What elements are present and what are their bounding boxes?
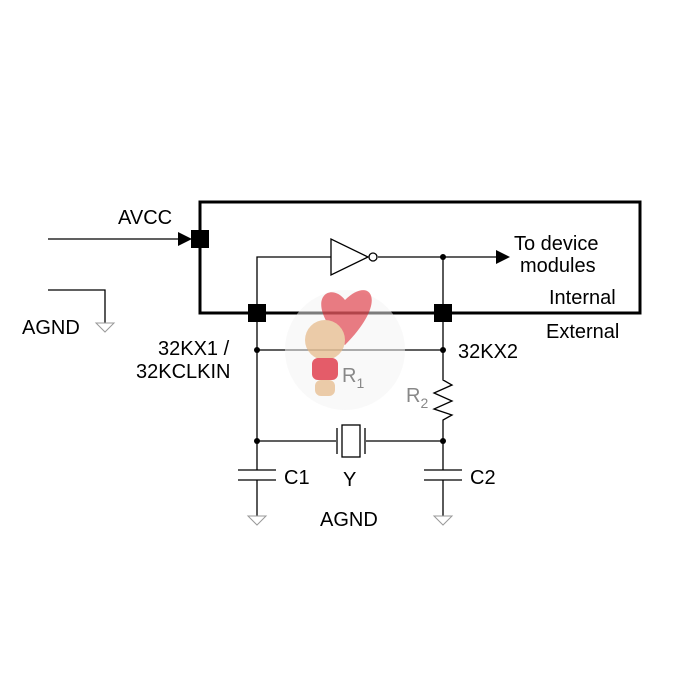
to-device-label: To device (514, 233, 599, 255)
junction-dot (440, 254, 446, 260)
crystal-label: Y (343, 469, 356, 491)
pin-32kx2 (434, 304, 452, 322)
pin-32kclkin-label: 32KCLKIN (136, 361, 231, 383)
ground-icon (94, 322, 116, 333)
c1-label: C1 (284, 467, 310, 489)
avcc-pin (191, 230, 209, 248)
avcc-label: AVCC (118, 207, 172, 229)
inverter-icon (330, 237, 370, 277)
crystal-body (341, 424, 361, 458)
agnd-bottom-label: AGND (320, 509, 378, 531)
c2-label: C2 (470, 467, 496, 489)
feedback-wire (256, 256, 331, 313)
internal-boundary (198, 200, 642, 315)
agnd-left-label: AGND (22, 317, 80, 339)
junction-dot (440, 347, 446, 353)
ground-icon (246, 515, 268, 526)
internal-label: Internal (549, 287, 616, 309)
r2-resistor (432, 375, 454, 470)
junction-dot (254, 438, 260, 444)
junction-dot (440, 438, 446, 444)
r1-label: R1 (342, 365, 364, 391)
avcc-arrow-icon (178, 232, 192, 246)
output-arrow-icon (496, 250, 510, 264)
junction-dot (254, 347, 260, 353)
bear-watermark (285, 290, 405, 410)
pin-32kx1 (248, 304, 266, 322)
pin-32kx2-label: 32KX2 (458, 341, 518, 363)
r2-label: R2 (406, 385, 428, 411)
agnd-left-wire (48, 289, 106, 323)
modules-label: modules (520, 255, 596, 277)
pin-32kx1-label: 32KX1 / (158, 338, 230, 360)
external-label: External (546, 321, 619, 343)
inverter-bubble (368, 252, 378, 262)
ground-icon (432, 515, 454, 526)
